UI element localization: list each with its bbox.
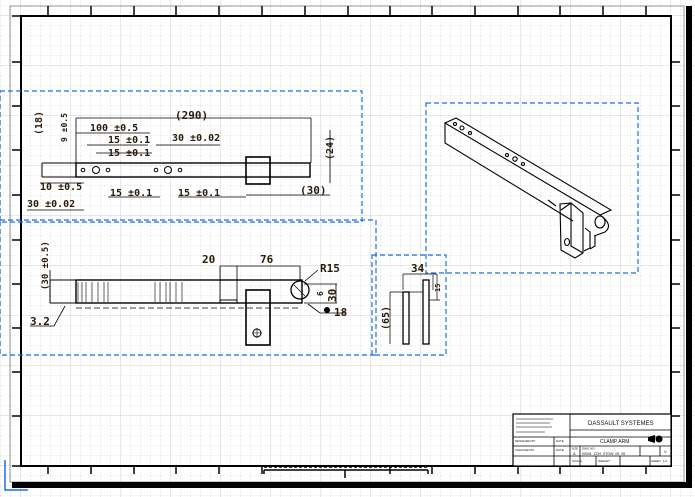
dim-18: 18: [334, 306, 347, 319]
dim-76: 76: [260, 253, 274, 266]
dim-15-c: 15 ±0.1: [110, 188, 152, 199]
field-size: SIZE: [572, 447, 579, 451]
end-view-frame: [371, 254, 447, 356]
dim-9: 9 ±0.5: [60, 113, 69, 142]
dim-15-d: 15 ±0.1: [178, 188, 220, 199]
dim-20: 20: [202, 253, 215, 266]
projection-symbol-icon: [648, 435, 663, 443]
dim-30-tol: (30 ±0.5): [41, 241, 51, 290]
company-name: DASSAULT SYSTEMES: [588, 421, 653, 427]
field-designed-by: DESIGNED BY: [515, 439, 536, 443]
dim-15: 15: [434, 284, 442, 292]
weight-label: WEIGHT: [598, 459, 610, 463]
dim-15-b: 15 ±0.1: [108, 148, 150, 159]
dim-15-a: 15 ±0.1: [108, 135, 150, 146]
dim-30-b: 30 ±0.02: [27, 199, 75, 210]
isometric-view-frame: [425, 102, 639, 274]
field-checked-by: CHECKED BY: [515, 448, 535, 452]
dim-30-c: (30): [300, 184, 327, 197]
dim-overall-length: (290): [175, 109, 208, 122]
dim-65: (65): [381, 306, 392, 330]
dim-3-2: 3.2: [30, 315, 50, 328]
title-block[interactable]: DASSAULT SYSTEMES CLAMP ARM SIZE A DWG N…: [512, 413, 672, 467]
dim-6: 6: [316, 291, 325, 296]
dim-100: 100 ±0.5: [90, 123, 138, 134]
field-date-1: DATE: [556, 439, 564, 443]
revision: V: [664, 449, 667, 454]
view-frames: [0, 90, 639, 356]
end-view[interactable]: 34 (65) 15: [381, 262, 442, 345]
origin-axis-marker: [4, 460, 28, 491]
sheet-value: 1/1: [663, 459, 668, 463]
side-view-frame: [0, 219, 377, 356]
dim-30: 30: [326, 289, 339, 302]
bottom-ruler-strip: [12, 482, 692, 488]
sheet-size: A: [573, 451, 576, 456]
front-view[interactable]: (290) 100 ±0.5 15 ±0.1 15 ±0.1 30 ±0.02 …: [27, 109, 336, 211]
field-date-2: DATE: [556, 448, 564, 452]
side-view[interactable]: 20 76 R15 30 6 18 3.2 (30 ±0.5): [30, 241, 347, 346]
drawing-title: CLAMP ARM: [600, 439, 629, 445]
dim-10: 10 ±0.5: [40, 182, 82, 193]
scale-label: SCALE: [572, 459, 582, 463]
dim-34: 34: [411, 262, 425, 275]
dim-24: (24): [325, 136, 336, 160]
right-ruler-strip: [686, 6, 692, 488]
sheet-label: SHEET: [651, 459, 661, 463]
dim-r15: R15: [320, 262, 340, 275]
front-view-frame: [0, 90, 363, 223]
datum-marker: [324, 307, 330, 313]
field-dwg-no: DWG NO: [582, 447, 595, 451]
dim-30-a: 30 ±0.02: [172, 133, 220, 144]
drawing-number: 00001_ZOH_STOW_05_05: [582, 452, 625, 456]
dim-18: (18): [34, 111, 45, 135]
isometric-view[interactable]: [443, 117, 613, 259]
